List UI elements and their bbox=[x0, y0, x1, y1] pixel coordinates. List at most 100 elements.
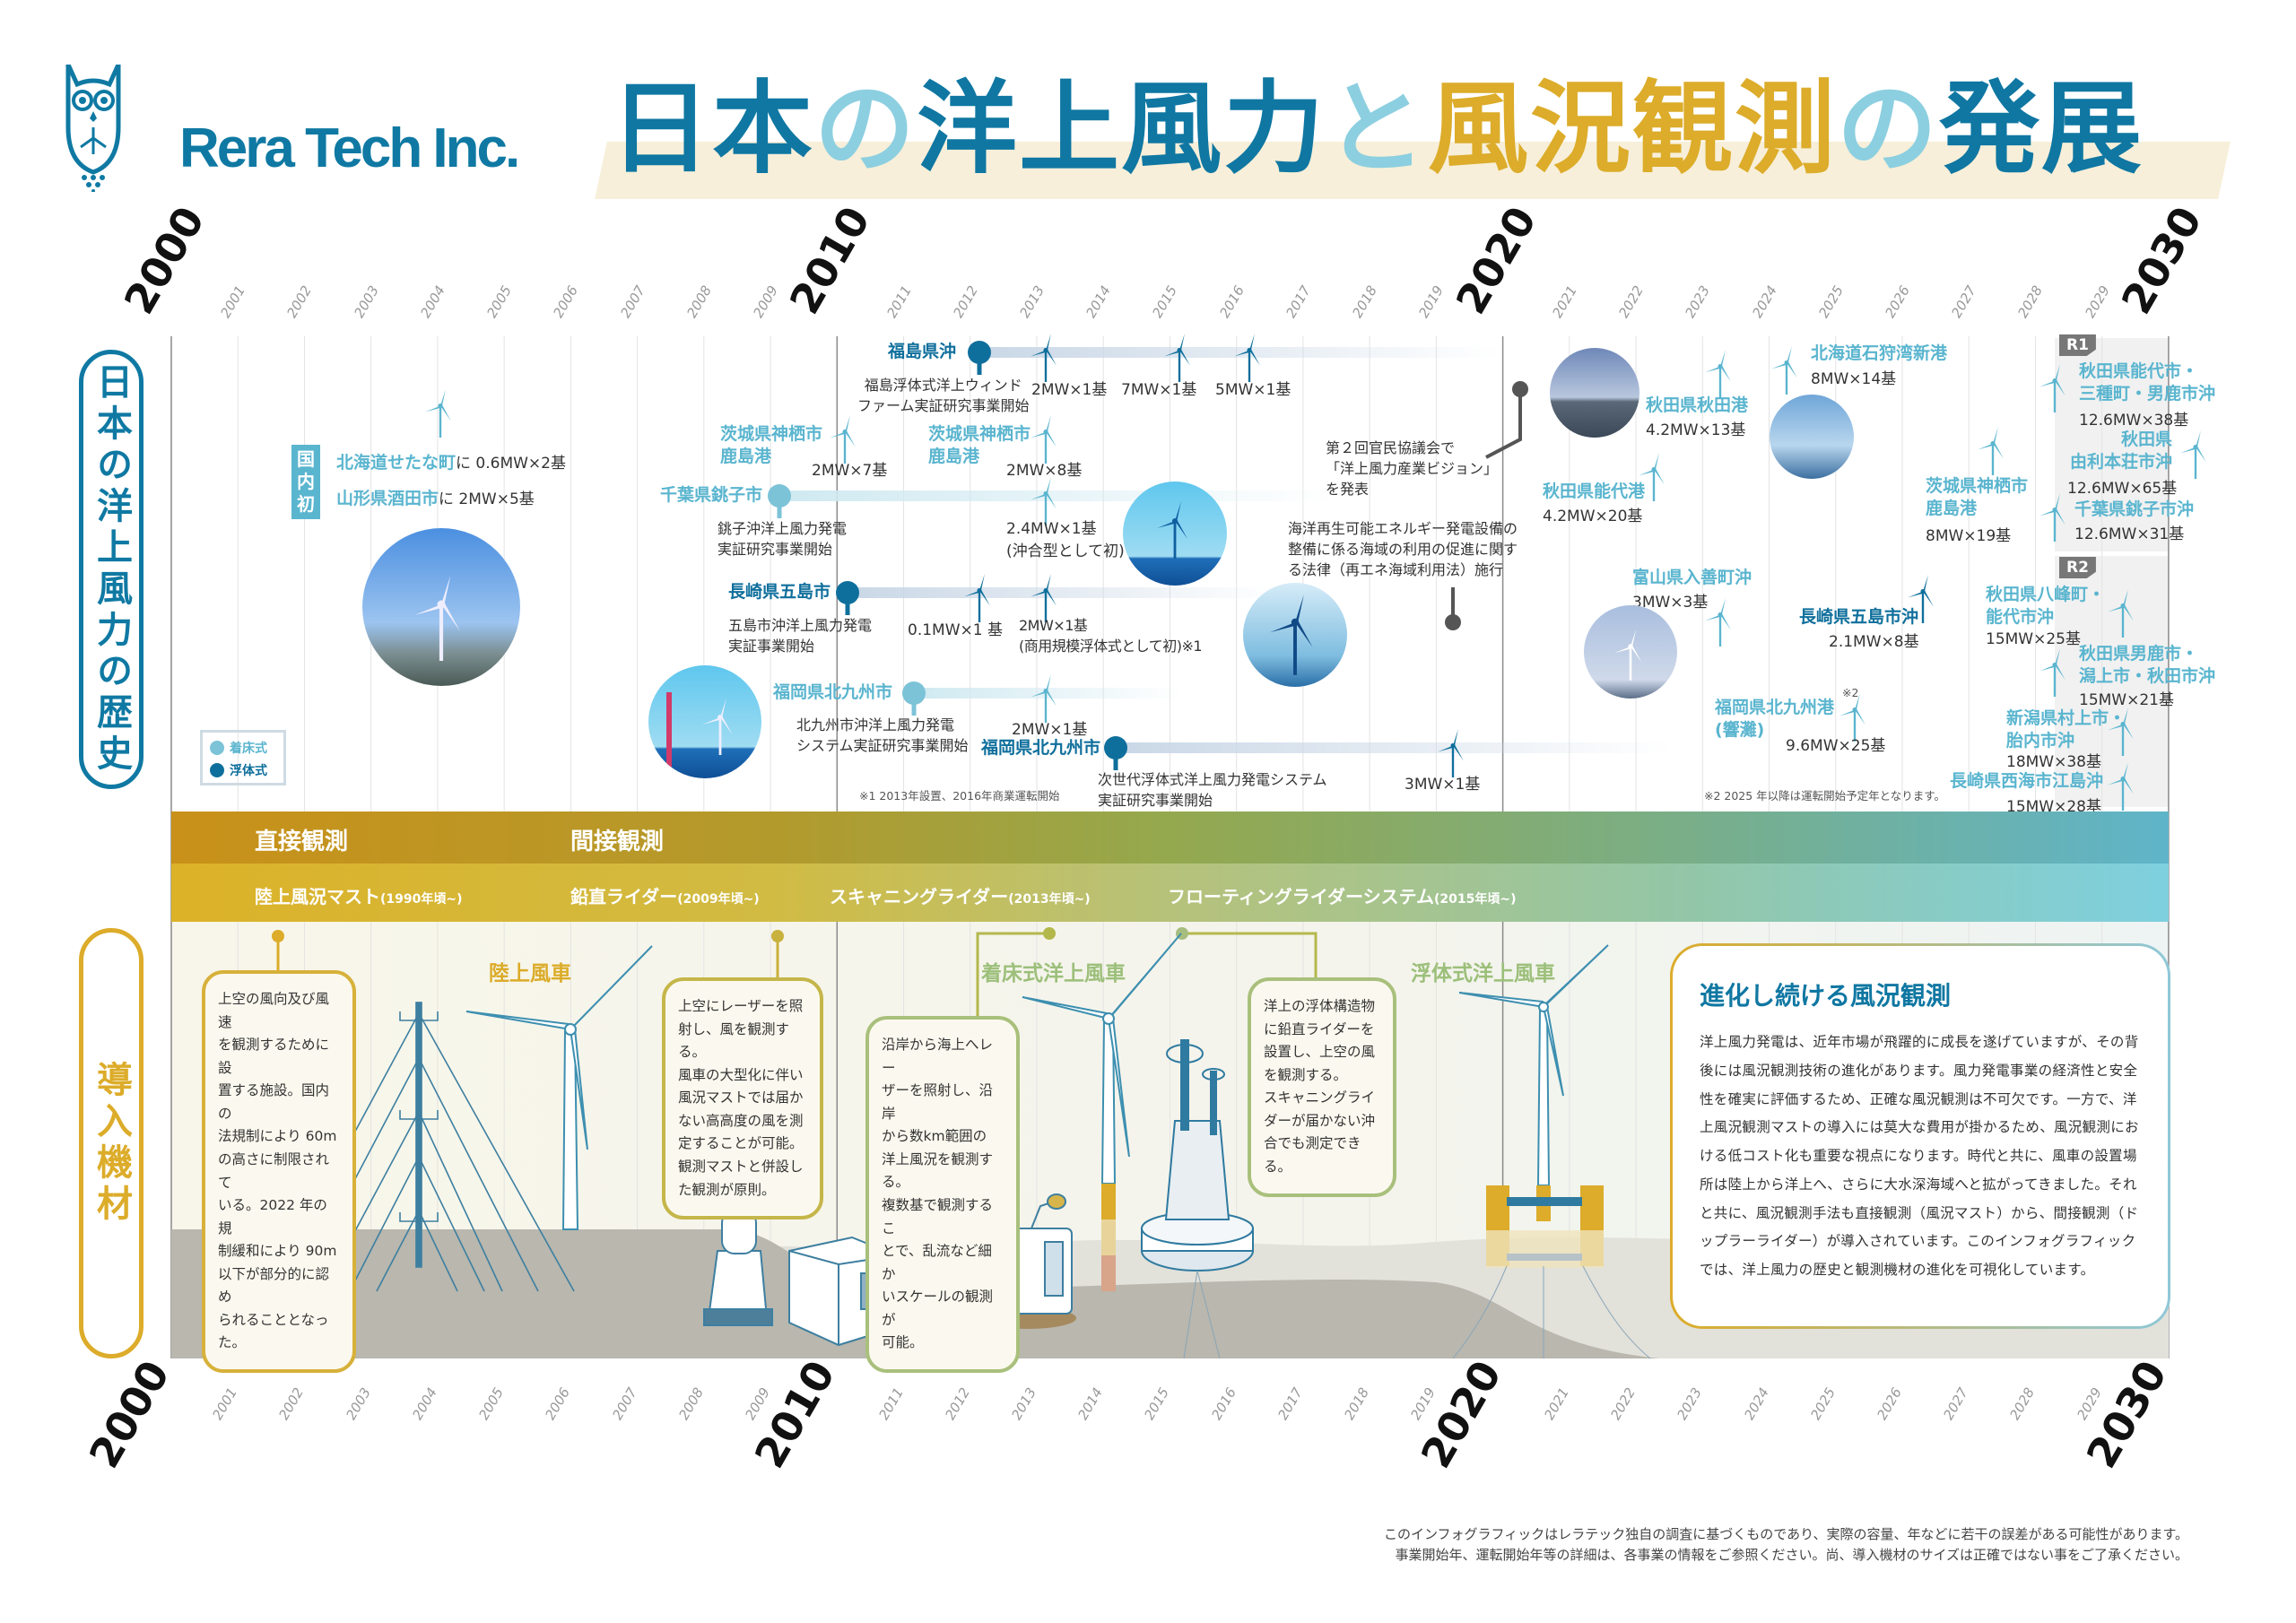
turbine-icon bbox=[2108, 589, 2138, 638]
hibikinada-units: 9.6MW×25基 bbox=[1786, 737, 1886, 755]
round-1-tag: R1 bbox=[2059, 334, 2096, 356]
vision-event: 第２回官民協議会で 「洋上風力産業ビジョン」 を発表 bbox=[1326, 439, 1499, 499]
year-label-top: 2008 bbox=[683, 282, 715, 321]
year-label-bottom: 2013 bbox=[1008, 1384, 1039, 1423]
turbine-icon bbox=[425, 389, 456, 438]
turbine-icon bbox=[2180, 430, 2211, 479]
goto-desc: 五島市沖洋上風力発電 実証事業開始 bbox=[728, 617, 873, 655]
page-title: 日本の洋上風力と風況観測の発展 bbox=[610, 71, 2144, 187]
site-akita-port: 秋田県秋田港 bbox=[1646, 395, 1749, 415]
photo-goto-floating bbox=[1243, 583, 1347, 687]
year-label-top: 2004 bbox=[417, 282, 448, 321]
fukushima-unit-3: 5MW×1基 bbox=[1215, 381, 1292, 399]
info-panel: 進化し続ける風況観測 洋上風力発電は、近年市場が飛躍的に成長を遂げていますが、そ… bbox=[1670, 943, 2170, 1329]
info-panel-body: 洋上風力発電は、近年市場が飛躍的に成長を遂げていますが、その背後には風況観測技術… bbox=[1700, 1034, 2139, 1279]
pin-fukushima bbox=[968, 341, 991, 375]
turbine-icon bbox=[1771, 346, 1802, 395]
year-label-top: 2019 bbox=[1415, 282, 1448, 321]
year-label-bottom: 2001 bbox=[209, 1384, 241, 1423]
kamisu-3-units: 8MW×19基 bbox=[1926, 527, 2012, 545]
year-label-top: 2024 bbox=[1748, 282, 1780, 321]
photo-sakata-turbines bbox=[362, 528, 520, 686]
major-year-label-top: 2010 bbox=[779, 198, 880, 322]
year-label-bottom: 2022 bbox=[1607, 1384, 1639, 1423]
pin-choshi bbox=[768, 484, 791, 518]
site-noshiro-port: 秋田県能代港 bbox=[1543, 482, 1646, 501]
info-panel-title: 進化し続ける風況観測 bbox=[1700, 981, 1952, 1011]
turbine-icon bbox=[2039, 493, 2070, 542]
year-label-top: 2007 bbox=[616, 282, 648, 321]
fukushima-desc: 福島浮体式洋上ウィンド ファーム実証研究事業開始 bbox=[857, 377, 1030, 415]
year-label-top: 2003 bbox=[350, 282, 382, 321]
fixed-offshore-turbine-drawing bbox=[1022, 933, 1182, 1291]
law-event: 海洋再生可能エネルギー発電設備の 整備に係る海域の利用の促進に関す る法律（再エ… bbox=[1288, 520, 1518, 579]
major-year-label-bottom: 2030 bbox=[2076, 1352, 2177, 1476]
year-label-top: 2017 bbox=[1283, 282, 1314, 321]
site-kitakyushu-1: 福岡県北九州市 bbox=[773, 682, 893, 702]
year-label-top: 2006 bbox=[550, 282, 582, 321]
site-kamisu-3: 茨城県神栖市 鹿島港 bbox=[1926, 476, 2029, 518]
choshi-desc: 銚子沖洋上風力発電 実証研究事業開始 bbox=[718, 520, 848, 559]
year-label-bottom: 2017 bbox=[1274, 1384, 1306, 1423]
fixed-offshore-turbine-label: 着床式洋上風車 bbox=[981, 962, 1126, 985]
year-label-top: 2026 bbox=[1882, 282, 1913, 321]
photo-choshi-offshore bbox=[1123, 482, 1227, 586]
footnote-2-mark: ※2 bbox=[1842, 686, 1859, 699]
onshore-turbine-drawing bbox=[465, 945, 653, 1230]
r2-site-2: 秋田県男鹿市・ 潟上市・秋田市沖 bbox=[2079, 644, 2216, 686]
floating-lidar-description: 洋上の浮体構造物 に鉛直ライダーを 設置し、上空の風 を観測する。 スキャニング… bbox=[1248, 977, 1396, 1197]
first-site-setana: 北海道せたな町に 0.6MW×2基 bbox=[336, 453, 566, 473]
year-label-top: 2021 bbox=[1549, 282, 1580, 321]
indirect-observation-label: 間接観測 bbox=[570, 829, 665, 855]
year-label-bottom: 2005 bbox=[475, 1384, 508, 1423]
method-wind-mast: 陸上風況マスト(1990年頃~) bbox=[255, 886, 463, 907]
ishikari-units: 8MW×14基 bbox=[1811, 370, 1897, 388]
round-2-tag: R2 bbox=[2059, 557, 2096, 578]
kitakyushu-2-desc: 次世代浮体式洋上風力発電システム 実証研究事業開始 bbox=[1098, 771, 1327, 810]
r2-site-1-units: 15MW×25基 bbox=[1986, 630, 2081, 648]
wind-mast-description: 上空の風向及び風速 を観測するために設 置する施設。国内の 法規制により 60m… bbox=[202, 970, 356, 1373]
year-label-bottom: 2004 bbox=[409, 1384, 440, 1423]
year-label-bottom: 2026 bbox=[1874, 1384, 1905, 1423]
pin-goto bbox=[836, 581, 859, 615]
method-floating-lidar: フローティングライダーシステム(2015年頃~) bbox=[1168, 886, 1517, 907]
photo-akita-port bbox=[1550, 348, 1639, 438]
r2-site-4: 長崎県西海市江島沖 bbox=[1950, 771, 2104, 791]
goto-unit-2: 2MW×1基 (商用規模浮体式として初)※1 bbox=[1019, 617, 1203, 655]
major-year-label-top: 2030 bbox=[2111, 198, 2212, 322]
major-year-label-top: 2020 bbox=[1446, 198, 1546, 322]
site-hibikinada: 福岡県北九州港 (響灘) bbox=[1715, 698, 1835, 740]
year-label-bottom: 2025 bbox=[1807, 1384, 1839, 1423]
method-scanning-lidar: スキャニングライダー(2013年頃~) bbox=[830, 886, 1091, 907]
turbine-icon bbox=[1908, 575, 1938, 623]
year-label-top: 2029 bbox=[2081, 282, 2113, 321]
r2-site-3: 新潟県村上市・ 胎内市沖 bbox=[2006, 708, 2126, 751]
year-label-bottom: 2006 bbox=[542, 1384, 574, 1423]
floating-lidar-buoy-drawing bbox=[1141, 1039, 1254, 1359]
major-year-label-bottom: 2020 bbox=[1411, 1352, 1511, 1476]
turbine-icon bbox=[1031, 334, 1061, 382]
floating-turbine-drawing bbox=[1452, 944, 1651, 1359]
r1-site-3: 千葉県銚子市沖 bbox=[2074, 499, 2195, 519]
major-year-label-bottom: 2010 bbox=[744, 1352, 845, 1476]
turbine-icon bbox=[1438, 729, 1468, 777]
fukushima-unit-2: 7MW×1基 bbox=[1121, 381, 1197, 399]
r1-site-2-units: 12.6MW×65基 bbox=[2067, 480, 2178, 498]
year-label-bottom: 2015 bbox=[1141, 1384, 1173, 1423]
year-label-bottom: 2018 bbox=[1341, 1384, 1373, 1423]
turbine-icon bbox=[1705, 598, 1735, 647]
year-label-top: 2022 bbox=[1615, 282, 1648, 321]
turbine-icon bbox=[2108, 707, 2138, 756]
disclaimer: このインフォグラフィックはレラテック独自の調査に基づくものであり、実際の容量、年… bbox=[1383, 1526, 2188, 1564]
kitakyushu-1-units: 2MW×1基 bbox=[1012, 721, 1088, 739]
r2-site-1: 秋田県八峰町・ 能代市沖 bbox=[1986, 585, 2106, 627]
major-year-label-top: 2000 bbox=[114, 198, 214, 322]
scanning-lidar-description: 沿岸から海上へレー ザーを照射し、沿岸 から数km範囲の 洋上風況を観測する。 … bbox=[865, 1016, 1020, 1373]
footnote-2: ※2 2025 年以降は運転開始予定年となります。 bbox=[1704, 789, 1946, 803]
vertical-lidar-description: 上空にレーザーを照 射し、風を観測する。 風車の大型化に伴い 風況マストでは届か… bbox=[662, 977, 823, 1220]
r1-site-2: 秋田県 由利本荘市沖 bbox=[2069, 430, 2172, 472]
year-label-bottom: 2023 bbox=[1674, 1384, 1706, 1423]
year-label-top: 2001 bbox=[217, 282, 249, 321]
pin-kitakyushu-1 bbox=[902, 681, 926, 716]
